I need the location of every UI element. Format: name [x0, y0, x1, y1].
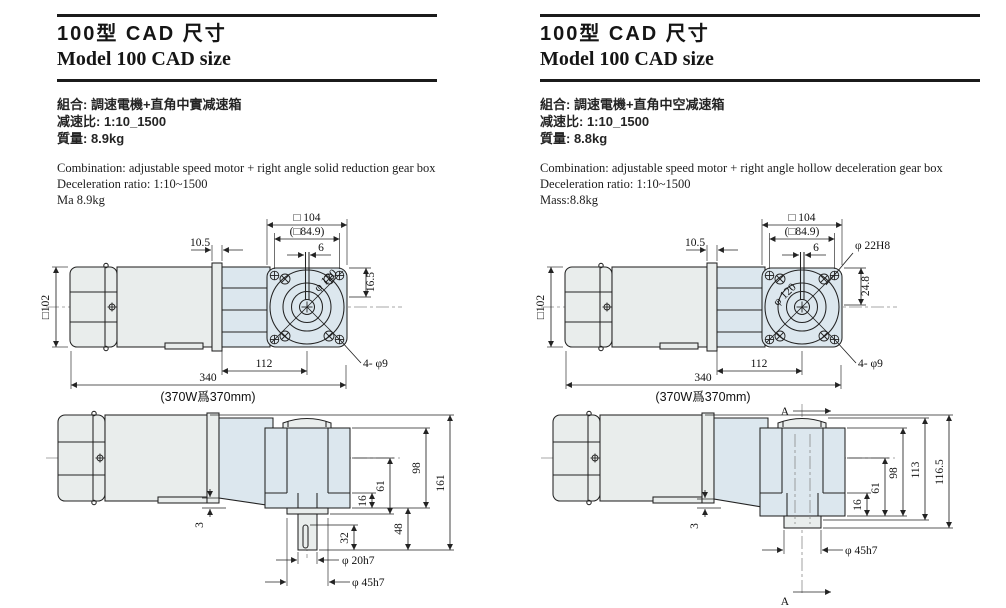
motor-body	[46, 262, 402, 352]
dim-shaft-label: φ 20h7	[342, 555, 375, 567]
spec-block-cn: 組合: 調速電機+直角中實减速箱 减速比: 1:10_1500 質量: 8.9k…	[57, 96, 437, 147]
page-title-en: Model 100 CAD size	[540, 48, 714, 70]
dim-sq849-label: (□84.9)	[290, 226, 325, 238]
spec-block-en: Combination: adjustable speed motor + ri…	[57, 160, 437, 208]
top-rule	[540, 14, 980, 17]
dim-165-label: 16.5	[365, 272, 377, 292]
dim-112-label: 112	[256, 358, 273, 370]
header-left: 100型 CAD 尺寸 Model 100 CAD size 組合: 調速電機+…	[57, 14, 437, 208]
spec-combo-cn: 組合: 調速電機+直角中實减速箱	[57, 97, 242, 112]
motor-body	[541, 404, 895, 596]
spec-block-en: Combination: adjustable speed motor + ri…	[540, 160, 980, 208]
spec-combo-en: Combination: adjustable speed motor + ri…	[540, 161, 943, 175]
dim-16-label: 16	[852, 499, 864, 511]
spec-block-cn: 組合: 調速電機+直角中空减速箱 减速比: 1:10_1500 質量: 8.8k…	[540, 96, 980, 147]
spec-combo-en: Combination: adjustable speed motor + ri…	[57, 161, 436, 175]
drawing-top-solid: φ 120 □ 104 (□84.9) 6 10.5 16.5 112 340	[40, 212, 402, 404]
dim-key6-label: 6	[813, 242, 819, 254]
spec-ratio-cn: 减速比: 1:10_1500	[57, 114, 167, 129]
dim-61-label: 61	[375, 480, 387, 492]
dim-48-label: 48	[393, 523, 405, 535]
header-right: 100型 CAD 尺寸 Model 100 CAD size 組合: 調速電機+…	[540, 14, 980, 208]
dim-32-label: 32	[339, 532, 351, 544]
section-markers: A A	[781, 406, 832, 608]
gearbox	[218, 417, 351, 551]
dim-bore-label: φ 22H8	[855, 240, 890, 252]
drawing-side-hollow: A A 3 16 61 98 113 116.5	[541, 404, 953, 608]
dim-340-label: 340	[199, 372, 217, 384]
dim-gap3-label: 3	[194, 522, 206, 528]
dim-340-label: 340	[694, 372, 712, 384]
spec-mass-cn: 質量: 8.9kg	[57, 131, 125, 146]
dim-holes-label: 4- φ9	[363, 358, 388, 370]
spec-ratio-en: Deceleration ratio: 1:10~1500	[57, 177, 208, 191]
gearbox-face-plate: φ 120	[266, 252, 348, 348]
dim-1165-label: 116.5	[934, 459, 946, 485]
dim-frame102-label: □102	[535, 295, 547, 319]
gearbox-face-plate: φ 120	[761, 252, 843, 348]
gearbox	[713, 417, 846, 529]
page-title-cn: 100型 CAD 尺寸	[540, 23, 710, 45]
spec-mass-cn: 質量: 8.8kg	[540, 131, 608, 146]
spec-mass-en: Ma 8.9kg	[57, 193, 105, 207]
dim-98-label: 98	[888, 467, 900, 479]
page-title-cn: 100型 CAD 尺寸	[57, 23, 227, 45]
drawing-side-solid: 3 32 16 61 48 98 161 φ 20h7	[46, 410, 454, 589]
dim-gap3-label: 3	[689, 523, 701, 529]
spec-ratio-en: Deceleration ratio: 1:10~1500	[540, 177, 691, 191]
dim-105-label: 10.5	[685, 237, 705, 249]
bottom-rule	[540, 79, 980, 82]
dimensions: 3 32 16 61 48 98 161 φ 20h7	[194, 414, 454, 589]
dim-key6-label: 6	[318, 242, 324, 254]
dimensions: 3 16 61 98 113 116.5 φ 45h7	[689, 414, 953, 557]
dim-16-label: 16	[357, 495, 369, 507]
top-rule	[57, 14, 437, 17]
dimensions: □ 104 (□84.9) 6 10.5 φ 22H8 24.8 112 340…	[535, 212, 890, 404]
dim-113-label: 113	[910, 461, 922, 478]
spec-combo-cn: 組合: 調速電機+直角中空减速箱	[540, 97, 725, 112]
dim-112-label: 112	[751, 358, 768, 370]
note-370w: (370W爲370mm)	[655, 390, 750, 404]
dim-sq104-label: □ 104	[293, 212, 320, 224]
drawing-top-hollow: φ 120 □ 104 (□84.9) 6 10.5 φ 22H8 24.8 1…	[535, 212, 897, 404]
note-370w: (370W爲370mm)	[160, 390, 255, 404]
dim-248-label: 24.8	[860, 276, 872, 296]
dimensions: □ 104 (□84.9) 6 10.5 16.5 112 340 (370W爲…	[40, 212, 388, 404]
page-title-en: Model 100 CAD size	[57, 48, 231, 70]
motor-body	[46, 410, 400, 558]
section-a-bottom-label: A	[781, 596, 790, 608]
spec-ratio-cn: 减速比: 1:10_1500	[540, 114, 650, 129]
dim-frame102-label: □102	[40, 295, 52, 319]
section-a-top-label: A	[781, 406, 790, 418]
dim-sq104-label: □ 104	[788, 212, 815, 224]
dim-boss-label: φ 45h7	[845, 545, 878, 557]
spec-mass-en: Mass:8.8kg	[540, 193, 598, 207]
dim-boss-label: φ 45h7	[352, 577, 385, 589]
dim-sq849-label: (□84.9)	[785, 226, 820, 238]
dim-holes-label: 4- φ9	[858, 358, 883, 370]
dim-161-label: 161	[435, 474, 447, 492]
dim-61-label: 61	[870, 482, 882, 494]
dim-105-label: 10.5	[190, 237, 210, 249]
motor-body	[541, 262, 897, 352]
bottom-rule	[57, 79, 437, 82]
dim-98-label: 98	[411, 462, 423, 474]
